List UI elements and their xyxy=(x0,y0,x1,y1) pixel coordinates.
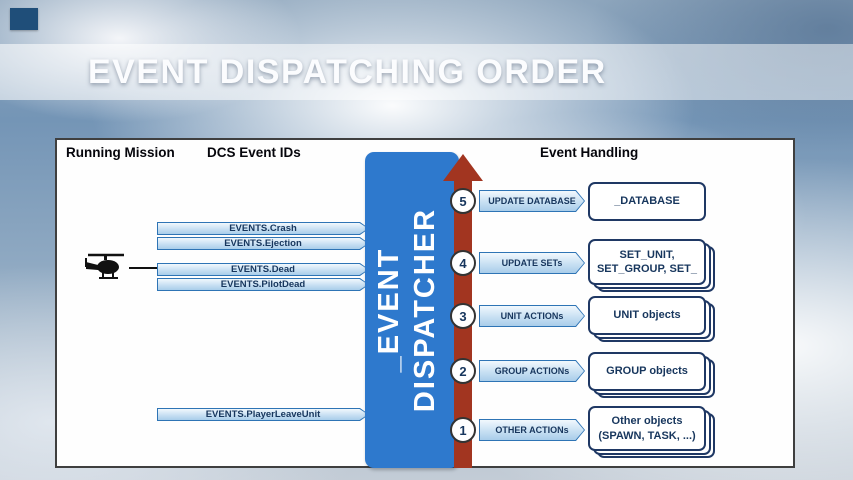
step-circle-2: 2 xyxy=(450,358,476,384)
target-label: SET_UNIT, SET_GROUP, SET_ xyxy=(588,239,706,285)
event-arrow-crash: EVENTS.Crash xyxy=(157,222,369,235)
target-box-database: _DATABASE xyxy=(588,182,706,221)
step-circle-4: 4 xyxy=(450,250,476,276)
action-label: UNIT ACTIONs xyxy=(500,311,564,321)
action-arrow-update-sets: UPDATE SETs xyxy=(479,252,585,274)
event-arrow-playerleaveunit: EVENTS.PlayerLeaveUnit xyxy=(157,408,369,421)
arrow-fill xyxy=(480,191,584,211)
action-label: UPDATE SETs xyxy=(501,258,563,268)
step-circle-1: 1 xyxy=(450,417,476,443)
action-label: OTHER ACTIONs xyxy=(495,425,569,435)
arrow-fill xyxy=(158,264,368,275)
action-arrow-unit-actions: UNIT ACTIONs xyxy=(479,305,585,327)
event-arrow-pilotdead: EVENTS.PilotDead xyxy=(157,278,369,291)
event-label: EVENTS.Ejection xyxy=(224,238,302,249)
title-band: EVENT DISPATCHING ORDER xyxy=(0,44,853,100)
arrow-fill xyxy=(480,253,584,273)
target-box-other-objects: Other objects (SPAWN, TASK, ...) xyxy=(588,406,706,451)
helicopter-connector-line xyxy=(129,267,158,269)
arrow-fill xyxy=(158,238,368,249)
header-dcs-event-ids: DCS Event IDs xyxy=(207,145,301,160)
target-label: GROUP objects xyxy=(588,352,706,391)
step-circle-3: 3 xyxy=(450,303,476,329)
event-arrow-ejection: EVENTS.Ejection xyxy=(157,237,369,250)
arrow-fill xyxy=(158,279,368,290)
arrow-fill xyxy=(158,409,368,420)
dispatch-order-arrow-head xyxy=(443,154,483,181)
header-running-mission: Running Mission xyxy=(66,145,175,160)
header-event-handling: Event Handling xyxy=(540,145,639,160)
target-box-sets: SET_UNIT, SET_GROUP, SET_ xyxy=(588,239,706,285)
event-label: EVENTS.PilotDead xyxy=(220,279,306,290)
corner-logo-block xyxy=(10,8,38,30)
action-arrow-update-database: UPDATE DATABASE xyxy=(479,190,585,212)
arrow-fill xyxy=(480,420,584,440)
event-label: EVENTS.Crash xyxy=(229,223,297,234)
arrow-fill xyxy=(480,306,584,326)
action-label: UPDATE DATABASE xyxy=(488,196,576,206)
target-box-unit-objects: UNIT objects xyxy=(588,296,706,335)
event-dispatcher-box xyxy=(365,152,459,468)
diagram-panel: Running Mission DCS Event IDs Event Hand… xyxy=(55,138,795,468)
step-circle-5: 5 xyxy=(450,188,476,214)
action-label: GROUP ACTIONs xyxy=(494,366,570,376)
arrow-fill xyxy=(158,223,368,234)
target-box-group-objects: GROUP objects xyxy=(588,352,706,391)
target-label: Other objects (SPAWN, TASK, ...) xyxy=(588,406,706,451)
event-label: EVENTS.Dead xyxy=(231,264,295,275)
action-arrow-group-actions: GROUP ACTIONs xyxy=(479,360,585,382)
action-arrow-other-actions: OTHER ACTIONs xyxy=(479,419,585,441)
target-label: _DATABASE xyxy=(588,182,706,221)
event-label: EVENTS.PlayerLeaveUnit xyxy=(205,409,321,420)
arrow-fill xyxy=(480,361,584,381)
helicopter-icon xyxy=(85,253,124,279)
event-arrow-dead: EVENTS.Dead xyxy=(157,263,369,276)
slide-title: EVENT DISPATCHING ORDER xyxy=(88,53,607,91)
target-label: UNIT objects xyxy=(588,296,706,335)
